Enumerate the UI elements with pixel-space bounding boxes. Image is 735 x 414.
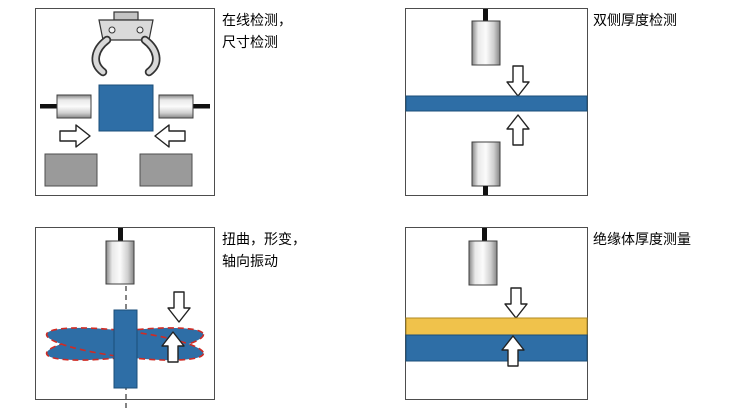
right-sensor-cable [193, 104, 210, 109]
caption-twist-deformation: 扭曲，形变， 轴向振动 [222, 233, 306, 271]
up-arrow-icon [506, 114, 530, 146]
down-arrow-icon [504, 287, 528, 319]
sensor-cable [482, 228, 487, 241]
gripper-icon [91, 11, 161, 77]
down-arrow-icon [167, 291, 191, 323]
bottom-sensor-cable [483, 186, 488, 195]
top-sensor-body [471, 20, 501, 66]
panel-double-sided-thickness [405, 8, 588, 196]
bottom-sensor-body [471, 141, 501, 187]
left-sensor [40, 94, 92, 119]
support-block-left [44, 153, 98, 187]
caption-online-inspection: 在线检测， 尺寸检测 [222, 14, 292, 52]
shaft-block [113, 309, 138, 389]
insulation-layer [405, 317, 588, 336]
caption-double-sided-thickness: 双侧厚度检测 [593, 14, 677, 29]
sensor-body [468, 240, 498, 286]
sensor-cable [118, 228, 123, 241]
workpiece-block [98, 84, 154, 132]
panel-twist-deformation [35, 227, 215, 408]
panel-online-inspection [35, 8, 215, 196]
down-arrow-icon [506, 65, 530, 97]
sensor-body [105, 240, 135, 285]
left-sensor-body [56, 94, 92, 119]
right-arrow-icon [59, 124, 91, 148]
caption-insulator-thickness: 绝缘体厚度测量 [593, 233, 691, 248]
support-block-right [139, 153, 193, 187]
top-sensor-cable [483, 9, 488, 21]
left-sensor-cable [40, 104, 57, 109]
left-arrow-icon [154, 124, 186, 148]
right-sensor [158, 94, 210, 119]
panel-insulator-thickness [405, 227, 588, 400]
material-strip [405, 95, 588, 112]
conductor-layer [405, 334, 588, 362]
right-sensor-body [158, 94, 194, 119]
